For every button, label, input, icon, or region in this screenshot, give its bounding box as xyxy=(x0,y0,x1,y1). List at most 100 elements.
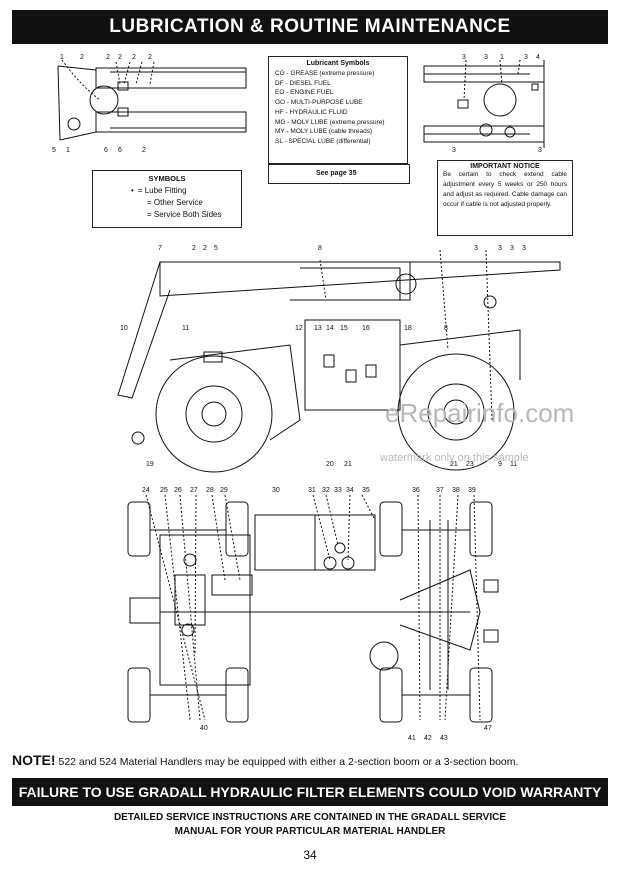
callout-boom-right-top-5: 4 xyxy=(536,54,540,61)
callout-top-1: 24 xyxy=(142,487,150,494)
callout-top-7: 30 xyxy=(272,487,280,494)
callout-side-bot-4: 21 xyxy=(450,461,458,468)
callout-boom-left-top-2: 2 xyxy=(80,54,84,61)
callout-numbers: 1 2 2 2 2 2 5 1 6 6 2 3 3 1 3 4 3 3 7 2 … xyxy=(52,54,542,742)
callout-side-mid-5: 14 xyxy=(326,325,334,332)
callout-side-bot-7: 11 xyxy=(510,461,517,468)
callout-bot-4: 43 xyxy=(440,735,448,742)
notice-text: Be certain to check extend cable adjustm… xyxy=(443,171,567,208)
callout-top-9: 32 xyxy=(322,487,330,494)
callout-boom-left-bottom-3: 6 xyxy=(104,147,108,154)
lubricant-item: GO - MULTI-PURPOSE LUBE xyxy=(275,99,363,107)
callout-side-bot-6: 9 xyxy=(498,461,502,468)
lubricant-item: CG - GREASE (extreme pressure) xyxy=(275,70,375,77)
callout-side-bot-3: 21 xyxy=(344,461,352,468)
callout-bot-1: 40 xyxy=(200,725,208,732)
note-line: NOTE! 522 and 524 Material Handlers may … xyxy=(12,752,518,768)
callout-boom-right-top-4: 3 xyxy=(524,54,528,61)
callout-bot-3: 42 xyxy=(424,735,432,742)
callout-top-13: 36 xyxy=(412,487,420,494)
top-view xyxy=(127,494,499,723)
watermark-note: watermark only on this sample xyxy=(380,452,529,464)
callout-boom-left-top-6: 2 xyxy=(148,54,152,61)
lubricant-item: HF - HYDRAULIC FLUID xyxy=(275,108,348,116)
callout-side-mid-6: 15 xyxy=(340,325,348,332)
callout-side-top-6: 3 xyxy=(474,245,478,252)
service-line-2: MANUAL FOR YOUR PARTICULAR MATERIAL HAND… xyxy=(174,826,446,837)
side-view xyxy=(117,249,561,473)
callout-side-top-4: 5 xyxy=(214,245,218,252)
symbols-title: SYMBOLS xyxy=(148,174,186,183)
symbol-row-lube-fitting: • = Lube Fitting xyxy=(101,185,233,197)
lube-fitting-icon: • xyxy=(131,186,134,195)
symbol-row-both-sides: = Service Both Sides xyxy=(101,209,233,221)
lubricant-item: SL - SPECIAL LUBE (differential) xyxy=(275,137,371,145)
lubricant-item: MG - MOLY LUBE (extreme pressure) xyxy=(275,118,385,126)
note-label: NOTE! xyxy=(12,752,56,768)
callout-side-bot-5: 23 xyxy=(466,461,474,468)
note-text: 522 and 524 Material Handlers may be equ… xyxy=(58,756,519,768)
callout-top-3: 26 xyxy=(174,487,182,494)
service-line-1: DETAILED SERVICE INSTRUCTIONS ARE CONTAI… xyxy=(113,812,507,823)
callout-top-15: 38 xyxy=(452,487,460,494)
service-both-sides-label: = Service Both Sides xyxy=(147,210,222,219)
symbols-legend-box: SYMBOLS • = Lube Fitting = Other Service… xyxy=(92,170,242,228)
boom-detail-right xyxy=(423,59,545,148)
callout-side-mid-4: 13 xyxy=(314,325,322,332)
callout-top-5: 28 xyxy=(206,487,214,494)
callout-side-mid-1: 10 xyxy=(120,325,128,332)
callout-side-mid-8: 18 xyxy=(404,325,412,332)
callout-top-16: 39 xyxy=(468,487,476,494)
see-page-box xyxy=(268,164,410,184)
see-page-reference: See page 35 xyxy=(316,170,357,177)
callout-side-bot-1: 19 xyxy=(146,461,154,468)
callout-boom-left-top-4: 2 xyxy=(118,54,122,61)
callout-side-top-2: 2 xyxy=(192,245,196,252)
callout-top-2: 25 xyxy=(160,487,168,494)
callout-top-14: 37 xyxy=(436,487,444,494)
callout-side-top-8: 3 xyxy=(510,245,514,252)
callout-top-11: 34 xyxy=(346,487,354,494)
watermark-site: eRepairinfo.com xyxy=(385,398,575,428)
callout-side-mid-2: 11 xyxy=(182,325,189,332)
callout-boom-right-top-1: 3 xyxy=(462,54,466,61)
callout-side-top-9: 3 xyxy=(522,245,526,252)
lube-fitting-label: = Lube Fitting xyxy=(137,186,187,195)
callout-top-6: 29 xyxy=(220,487,228,494)
callout-side-mid-7: 16 xyxy=(362,325,370,332)
callout-side-mid-3: 12 xyxy=(295,325,303,332)
lubricant-item: DF - DIESEL FUEL xyxy=(275,79,331,87)
callout-boom-right-bottom-1: 3 xyxy=(452,147,456,154)
page-title: LUBRICATION & ROUTINE MAINTENANCE xyxy=(12,10,608,44)
lubricant-symbols-box: Lubricant Symbols CG - GREASE (extreme p… xyxy=(268,56,408,164)
callout-boom-left-top-1: 1 xyxy=(60,54,64,61)
callout-side-top-5: 8 xyxy=(318,245,322,252)
callout-side-top-7: 3 xyxy=(498,245,502,252)
warranty-warning: FAILURE TO USE GRADALL HYDRAULIC FILTER … xyxy=(12,778,608,806)
callout-top-8: 31 xyxy=(308,487,316,494)
callout-side-mid-9: 8 xyxy=(444,325,448,332)
other-service-label: = Other Service xyxy=(147,198,203,207)
callout-boom-right-top-3: 1 xyxy=(500,54,504,61)
lubricant-item: EO - ENGINE FUEL xyxy=(275,89,334,97)
callout-side-top-1: 7 xyxy=(158,245,162,252)
callout-boom-left-top-3: 2 xyxy=(106,54,110,61)
page-number: 34 xyxy=(303,848,317,862)
callout-top-12: 35 xyxy=(362,487,370,494)
callout-side-bot-2: 20 xyxy=(326,461,334,468)
important-notice-box: IMPORTANT NOTICE Be certain to check ext… xyxy=(437,160,573,236)
callout-boom-left-top-5: 2 xyxy=(132,54,136,61)
callout-boom-left-bottom-5: 2 xyxy=(142,147,146,154)
symbol-row-other-service: = Other Service xyxy=(101,197,233,209)
notice-title: IMPORTANT NOTICE xyxy=(470,163,540,170)
callout-boom-right-top-2: 3 xyxy=(484,54,488,61)
callout-bot-5: 47 xyxy=(484,725,492,732)
callout-boom-left-bottom-1: 5 xyxy=(52,147,56,154)
callout-side-top-3: 2 xyxy=(203,245,207,252)
callout-top-4: 27 xyxy=(190,487,198,494)
callout-boom-right-bottom-2: 3 xyxy=(538,147,542,154)
lubricant-symbols-title: Lubricant Symbols xyxy=(306,60,370,67)
callout-top-10: 33 xyxy=(334,487,342,494)
callout-boom-left-bottom-4: 6 xyxy=(118,147,122,154)
